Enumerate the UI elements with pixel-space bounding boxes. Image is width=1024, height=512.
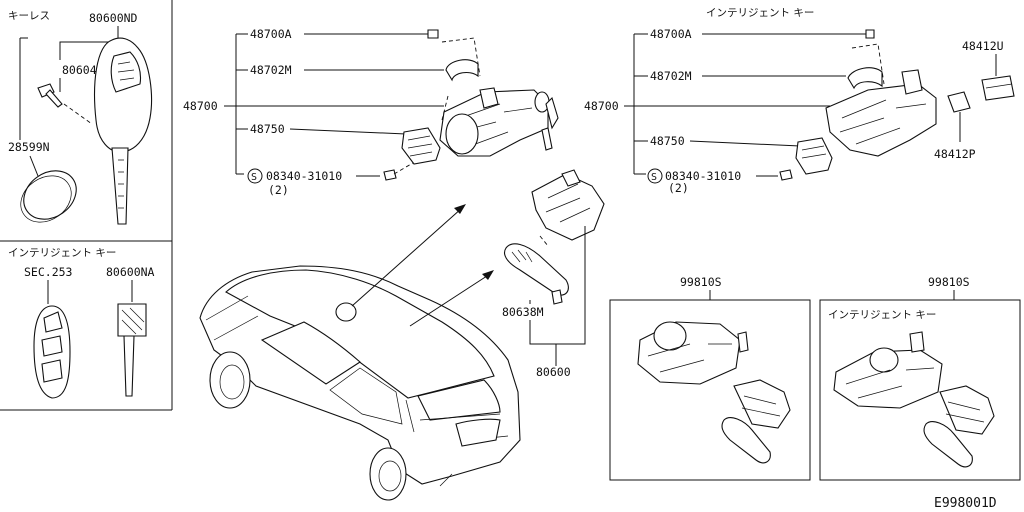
label-48412P: 48412P [934, 147, 976, 161]
center-lock-set: 48700 48700A 48702M 48750 S 08340-31010 … [183, 27, 559, 197]
leader-48750 [289, 128, 407, 135]
car-tail-light [455, 418, 501, 447]
screw-part [37, 83, 93, 125]
label-fob-ref: SEC.253 [24, 265, 73, 279]
kit-intelligent: 99810S インテリジェント キー [819, 275, 1021, 481]
right-lock-set: インテリジェント キー 48700 48700A 48702M 48750 S … [584, 7, 1015, 195]
label-lock-set-main: 48700 [183, 99, 218, 113]
kit-standard-lock [637, 321, 749, 385]
arrowhead-lock-set [454, 204, 466, 214]
label-48700A: 48700A [250, 27, 292, 41]
kit-standard-door-lock [721, 379, 791, 464]
door-lock-cylinder [531, 169, 605, 241]
label-48412U: 48412U [962, 39, 1004, 53]
kit-intelligent-box [819, 299, 1021, 481]
car-rear-wheel [369, 447, 407, 501]
arrow-to-door-lock [409, 273, 491, 327]
center-screw [383, 169, 397, 181]
kit-intelligent-door-lock [923, 385, 995, 468]
label-screw-spec: 08340-31010 [266, 169, 342, 183]
label-screw-qty: (2) [268, 183, 289, 197]
car-side-window [329, 367, 403, 425]
leader-key-assy [59, 26, 119, 60]
door-handle-80638M [503, 243, 569, 305]
keyless-key [94, 37, 153, 225]
arrowhead-door-lock [482, 270, 494, 280]
label-key-assy: 80600ND [89, 11, 138, 25]
car-rear-window [417, 379, 501, 421]
left-panel: キーレス 80600ND 80604H 28599N [0, 0, 173, 411]
label-right-screw-spec: 08340-31010 [665, 169, 741, 183]
right-panel-title: インテリジェント キー [706, 7, 814, 19]
car-front-hub [219, 364, 245, 400]
vehicle-illustration [199, 204, 521, 501]
right-switch-48750 [795, 137, 833, 175]
label-48702M: 48702M [250, 63, 292, 77]
diagram-id: E998001D [934, 496, 997, 511]
right-screw [779, 169, 793, 181]
label-right-48702M: 48702M [650, 69, 692, 83]
label-kit-standard: 99810S [680, 275, 722, 289]
screw-symbol-circle [247, 168, 263, 184]
door-lock-dash [539, 235, 549, 247]
label-door-handle: 80638M [502, 305, 544, 319]
car-door-lock-point [335, 302, 357, 322]
emergency-key [117, 303, 147, 397]
center-screw-top [427, 29, 439, 39]
label-48750: 48750 [250, 122, 285, 136]
arrow-to-lock-set [351, 207, 463, 307]
leader-right-48750 [689, 140, 801, 147]
coin-battery [20, 170, 77, 223]
shroud-48702M [445, 59, 479, 82]
label-kit-intelligent: 99810S [928, 275, 970, 289]
leader-battery [29, 155, 39, 177]
label-battery: 28599N [8, 140, 50, 154]
right-steering-lock [825, 69, 937, 157]
label-right-48700A: 48700A [650, 27, 692, 41]
intelligent-key-title: インテリジェント キー [8, 247, 116, 259]
kit-intelligent-lock [833, 331, 943, 409]
shroud-dash [441, 37, 481, 121]
car-windshield [260, 321, 361, 385]
kit-intelligent-title: インテリジェント キー [828, 309, 936, 321]
car-rear-hub [378, 460, 402, 492]
kit-standard-box [609, 299, 811, 481]
label-emergency-key: 80600NA [106, 265, 155, 279]
right-shroud [847, 67, 883, 90]
label-right-main: 48700 [584, 99, 619, 113]
door-lock-set: 80638M 80600 [502, 169, 605, 379]
part-48412U-line [985, 83, 1013, 89]
label-right-48750: 48750 [650, 134, 685, 148]
kit-standard: 99810S [609, 275, 811, 481]
keyless-title: キーレス [8, 10, 50, 22]
car-roof [225, 269, 495, 399]
label-door-set: 80600 [536, 365, 571, 379]
screw-symbol: S [251, 172, 257, 183]
leader-door-set-bracket [529, 226, 586, 345]
steering-lock-body [439, 87, 559, 157]
right-screw-top [865, 29, 875, 39]
ignition-switch-48750 [401, 127, 441, 165]
right-screw-symbol-circle [647, 168, 663, 184]
right-shroud-dash [851, 43, 885, 85]
part-48412P [947, 91, 971, 113]
intelligent-key-fob [33, 305, 71, 399]
label-right-screw-qty: (2) [668, 181, 689, 195]
car-front-wheel [209, 351, 251, 409]
part-48412U [981, 75, 1015, 101]
label-screw: 80604H [62, 63, 104, 77]
car-bumper-line [439, 473, 453, 487]
right-screw-symbol: S [651, 172, 657, 183]
